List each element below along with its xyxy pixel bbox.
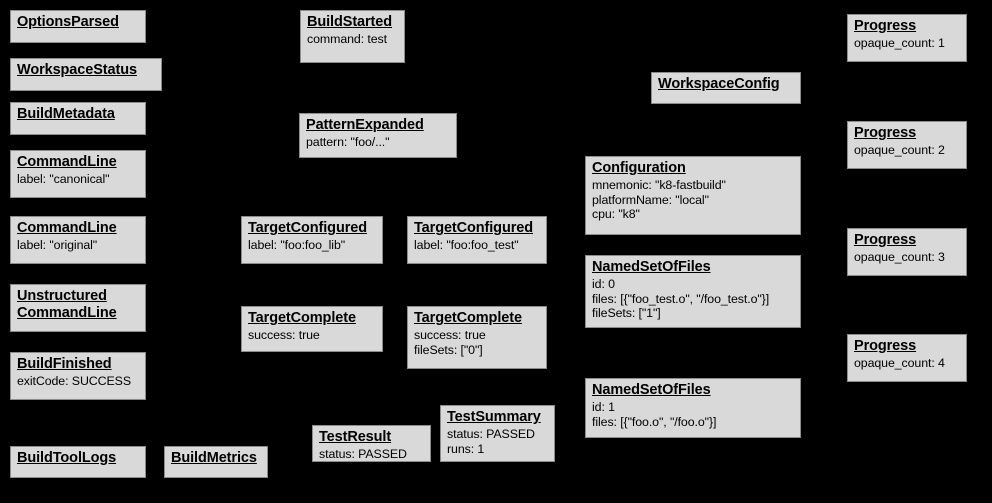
node-target-complete-lib[interactable]: TargetComplete success: true (241, 306, 383, 352)
node-field: opaque_count: 1 (854, 36, 945, 51)
node-title: WorkspaceConfig (658, 76, 780, 92)
node-title: TargetConfigured (414, 220, 533, 236)
node-field: success: true (414, 328, 486, 343)
node-unstructured-command-line[interactable]: Unstructured CommandLine (10, 284, 146, 332)
node-configuration[interactable]: Configuration mnemonic: "k8-fastbuild"pla… (585, 156, 801, 235)
node-build-tool-logs[interactable]: BuildToolLogs (10, 446, 146, 478)
node-title: Progress (854, 125, 917, 141)
node-test-result[interactable]: TestResult status: PASSED (312, 425, 431, 462)
node-title: BuildFinished (17, 356, 112, 372)
node-fields: command: test (307, 32, 398, 47)
node-field: label: "foo:foo_lib" (248, 238, 346, 253)
node-command-line-original[interactable]: CommandLine label: "original" (10, 216, 146, 264)
node-title: CommandLine (17, 220, 117, 236)
node-fields: label: "foo:foo_lib" (248, 238, 376, 253)
node-field: opaque_count: 2 (854, 143, 945, 158)
node-field: label: "foo:foo_test" (414, 238, 519, 253)
node-title: NamedSetOfFiles (592, 382, 711, 398)
node-title: Unstructured CommandLine (17, 288, 117, 322)
node-field: exitCode: SUCCESS (17, 374, 131, 389)
node-progress-4[interactable]: Progress opaque_count: 4 (847, 334, 967, 382)
node-field: status: PASSED (447, 427, 535, 442)
node-field: opaque_count: 4 (854, 356, 945, 371)
node-title: BuildMetadata (17, 106, 115, 122)
node-title: CommandLine (17, 154, 117, 170)
node-title: TargetComplete (248, 310, 356, 326)
node-progress-3[interactable]: Progress opaque_count: 3 (847, 228, 967, 276)
node-target-configured-foo-test[interactable]: TargetConfigured label: "foo:foo_test" (407, 216, 547, 264)
node-fields: exitCode: SUCCESS (17, 374, 139, 389)
node-title: NamedSetOfFiles (592, 259, 711, 275)
node-title: WorkspaceStatus (17, 62, 137, 78)
node-title: BuildMetrics (171, 450, 257, 466)
node-field: id: 1 (592, 400, 615, 415)
node-fields: opaque_count: 4 (854, 356, 960, 371)
node-field: label: "canonical" (17, 172, 110, 187)
node-field: pattern: "foo/..." (306, 135, 390, 150)
node-fields: status: PASSED (319, 447, 424, 462)
node-fields: opaque_count: 3 (854, 250, 960, 265)
node-field: files: [{"foo.o", "/foo.o"}] (592, 414, 717, 429)
node-field: label: "original" (17, 238, 98, 253)
node-target-configured-foo-lib[interactable]: TargetConfigured label: "foo:foo_lib" (241, 216, 383, 264)
node-fields: opaque_count: 1 (854, 36, 960, 51)
node-build-metrics[interactable]: BuildMetrics (164, 446, 268, 478)
node-build-finished[interactable]: BuildFinished exitCode: SUCCESS (10, 352, 146, 400)
node-fields: mnemonic: "k8-fastbuild"platformName: "l… (592, 178, 794, 222)
node-title: OptionsParsed (17, 14, 119, 30)
node-title: TargetComplete (414, 310, 522, 326)
node-title: Progress (854, 338, 917, 354)
node-title: BuildStarted (307, 14, 393, 30)
node-fields: pattern: "foo/..." (306, 135, 450, 150)
node-field: success: true (248, 328, 320, 343)
node-field: status: PASSED (319, 447, 407, 462)
node-title: Progress (854, 232, 917, 248)
node-fields: label: "original" (17, 238, 139, 253)
node-title: Configuration (592, 160, 686, 176)
node-pattern-expanded[interactable]: PatternExpanded pattern: "foo/..." (299, 113, 457, 158)
node-fields: success: true (248, 328, 376, 343)
node-field: runs: 1 (447, 441, 485, 456)
node-workspace-config[interactable]: WorkspaceConfig (651, 72, 801, 104)
node-field: fileSets: ["0"] (414, 342, 483, 357)
node-fields: label: "canonical" (17, 172, 139, 187)
node-progress-2[interactable]: Progress opaque_count: 2 (847, 121, 967, 169)
node-build-metadata[interactable]: BuildMetadata (10, 102, 146, 135)
node-fields: label: "foo:foo_test" (414, 238, 540, 253)
node-field: opaque_count: 3 (854, 250, 945, 265)
node-build-started[interactable]: BuildStarted command: test (300, 10, 405, 63)
node-field: mnemonic: "k8-fastbuild" (592, 178, 726, 193)
node-field: fileSets: ["1"] (592, 306, 661, 321)
node-command-line-canonical[interactable]: CommandLine label: "canonical" (10, 150, 146, 198)
node-title: BuildToolLogs (17, 450, 117, 466)
node-title: PatternExpanded (306, 117, 424, 133)
node-field: cpu: "k8" (592, 207, 640, 222)
node-field: command: test (307, 32, 387, 47)
node-title: TestSummary (447, 409, 541, 425)
node-progress-1[interactable]: Progress opaque_count: 1 (847, 14, 967, 62)
node-title: TargetConfigured (248, 220, 367, 236)
node-options-parsed[interactable]: OptionsParsed (10, 10, 146, 43)
node-workspace-status[interactable]: WorkspaceStatus (10, 58, 162, 91)
node-title: Progress (854, 18, 917, 34)
node-field: id: 0 (592, 277, 615, 292)
node-title: TestResult (319, 429, 392, 445)
node-field: platformName: "local" (592, 192, 709, 207)
node-field: files: [{"foo_test.o", "/foo_test.o"}] (592, 291, 770, 306)
node-fields: opaque_count: 2 (854, 143, 960, 158)
